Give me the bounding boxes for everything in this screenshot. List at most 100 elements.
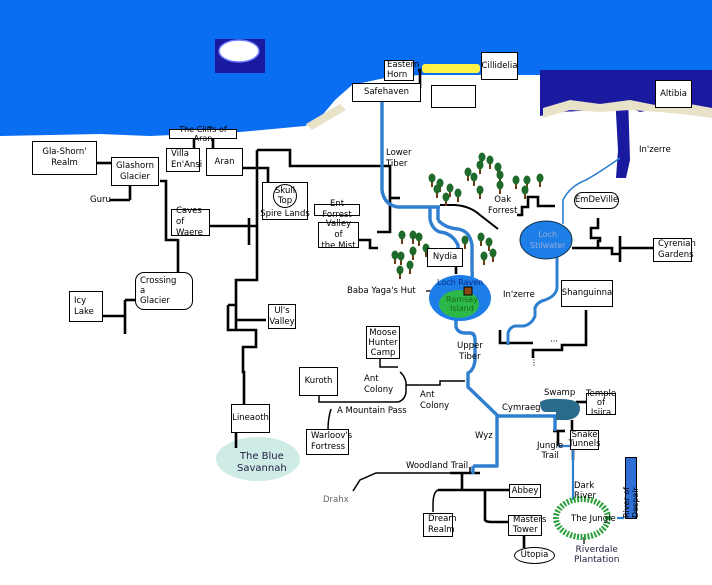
skull-top[interactable]: Skull Top: [273, 184, 297, 208]
cliffs-of-aran-label[interactable]: The Cliffs of Aran: [169, 125, 237, 143]
tree-icon: [496, 180, 504, 194]
baba-yagas-hut-label[interactable]: Baba Yaga's Hut: [347, 286, 416, 296]
crossing-a-glacier[interactable]: Crossing a Glacier: [135, 272, 193, 310]
tree-icon: [409, 246, 417, 260]
guru-label[interactable]: Guru: [90, 195, 111, 205]
upper-tiber-label[interactable]: Upper Tiber: [457, 341, 483, 362]
road: [432, 489, 439, 512]
abbey[interactable]: Abbey: [509, 484, 541, 498]
the-jungle-label[interactable]: The Jungle: [571, 514, 616, 524]
in-zerre-north-label[interactable]: In'zerre: [639, 145, 671, 155]
mountain-pass-label[interactable]: A Mountain Pass: [337, 406, 407, 416]
road: [483, 490, 509, 524]
shanguinna[interactable]: Shanguinna: [561, 280, 613, 307]
road: [379, 357, 398, 368]
deep-water-channel: [615, 95, 630, 178]
lower-tiber-label[interactable]: Lower Tiber: [386, 148, 412, 169]
swamp-label[interactable]: Swamp: [544, 388, 576, 398]
road: [517, 195, 555, 217]
tree-icon: [406, 260, 414, 274]
tree-icon: [442, 192, 450, 206]
road: [327, 408, 332, 431]
tree-icon: [464, 167, 472, 181]
utopia[interactable]: Utopia: [514, 547, 555, 564]
valley-of-the-mist[interactable]: Valley of the Mist: [318, 219, 359, 251]
glashorn-glacier[interactable]: Glashorn Glacier: [111, 157, 159, 186]
river-branch: [428, 219, 460, 262]
snake-tunnels[interactable]: Snake Tunnels: [568, 429, 601, 450]
warloovs-fortress[interactable]: Warloov's Fortress: [306, 429, 352, 455]
road: [418, 68, 422, 88]
cymraeg-river: [497, 414, 557, 431]
cymraeg-label[interactable]: Cymraeg: [502, 403, 541, 413]
moose-hunter-camp[interactable]: Moose Hunter Camp: [366, 326, 400, 359]
temple-of-isiira[interactable]: Temple of Isiira: [585, 388, 617, 418]
tree-icon: [446, 183, 454, 197]
river-of-despair[interactable]: River of Despair: [622, 457, 640, 519]
tree-icon: [461, 235, 469, 249]
ramsay-island-label[interactable]: Ramsay Island: [446, 295, 478, 313]
loch-stilwater: [519, 220, 573, 260]
oak-forrest-label[interactable]: Oak Forrest: [488, 195, 518, 216]
road: [160, 179, 178, 242]
ant-colony-west[interactable]: Ant Colony: [364, 374, 394, 395]
tree-icon: [470, 172, 478, 186]
cillidelia[interactable]: Cillidelia: [481, 52, 518, 80]
ant-colony-east[interactable]: Ant Colony: [420, 390, 450, 411]
road: [440, 204, 499, 230]
unnamed-location[interactable]: [431, 85, 476, 108]
trees: [391, 152, 544, 279]
eastern-horn[interactable]: Eastern Horn: [384, 60, 419, 81]
loch-raven-label[interactable]: Loch Raven: [437, 278, 484, 287]
spire-lands-box[interactable]: Skull Top Spire Lands: [260, 182, 310, 220]
cyrenian-gardens[interactable]: Cyrenian Gardens: [653, 238, 696, 262]
tree-icon: [398, 230, 406, 244]
in-zerre-south-label[interactable]: In'zerre: [503, 290, 535, 300]
dream-realm[interactable]: Dream Realm: [423, 513, 457, 537]
villa-en-ansi[interactable]: Villa En'Ansi: [166, 148, 202, 172]
safehaven[interactable]: Safehaven: [352, 83, 421, 102]
tree-icon: [477, 232, 485, 246]
road: [243, 166, 270, 183]
tree-icon: [415, 232, 423, 246]
icy-lake[interactable]: Icy Lake: [69, 291, 103, 322]
road: [228, 150, 259, 307]
in-zerre-north-river: [562, 157, 621, 224]
spire-lands[interactable]: Spire Lands: [260, 209, 310, 219]
dark-river-label[interactable]: Dark River: [574, 481, 597, 501]
road: [352, 472, 450, 492]
aran[interactable]: Aran: [206, 148, 243, 176]
woodland-trail-label[interactable]: Woodland Trail: [406, 461, 469, 471]
emdeville[interactable]: EmDeVille: [574, 192, 619, 209]
tree-icon: [536, 173, 544, 187]
beach: [543, 100, 712, 118]
tree-icon: [512, 175, 520, 189]
moon-icon: [218, 39, 260, 63]
beach-sw: [306, 104, 346, 130]
in-zerre-river: [506, 255, 559, 345]
ent-forrest[interactable]: Ent Forrest: [314, 199, 360, 220]
altibia[interactable]: Altibia: [655, 80, 692, 108]
drahx-label[interactable]: Drahx: [323, 495, 349, 505]
lineaoth[interactable]: Lineaoth: [231, 404, 270, 433]
caves-of-waere[interactable]: Caves of Waere: [171, 206, 210, 238]
masters-tower[interactable]: Masters Tower: [508, 515, 546, 536]
tree-icon: [428, 173, 436, 187]
tree-icon: [433, 184, 441, 198]
kuroth[interactable]: Kuroth: [299, 367, 338, 396]
blue-savannah-label[interactable]: The Blue Savannah: [237, 451, 287, 474]
uls-valley[interactable]: Ul's Valley: [268, 304, 296, 329]
nydia[interactable]: Nydia: [427, 248, 463, 267]
road: [318, 371, 407, 403]
loch-stilwater-label[interactable]: Loch Stilwater: [530, 230, 566, 250]
roads: [96, 68, 654, 548]
tree-icon: [396, 265, 404, 279]
wyz-label[interactable]: Wyz: [475, 431, 493, 441]
gla-shorn-realm[interactable]: Gla-Shorn' Realm: [32, 141, 97, 175]
tree-icon: [521, 185, 529, 199]
riverdale-plantation-label[interactable]: Riverdale Plantation: [574, 545, 620, 565]
rivers: [380, 102, 624, 520]
ramsay-island: [439, 290, 479, 318]
jungle-trail-label[interactable]: Jungle Trail: [537, 441, 564, 461]
tree-icon: [476, 160, 484, 174]
